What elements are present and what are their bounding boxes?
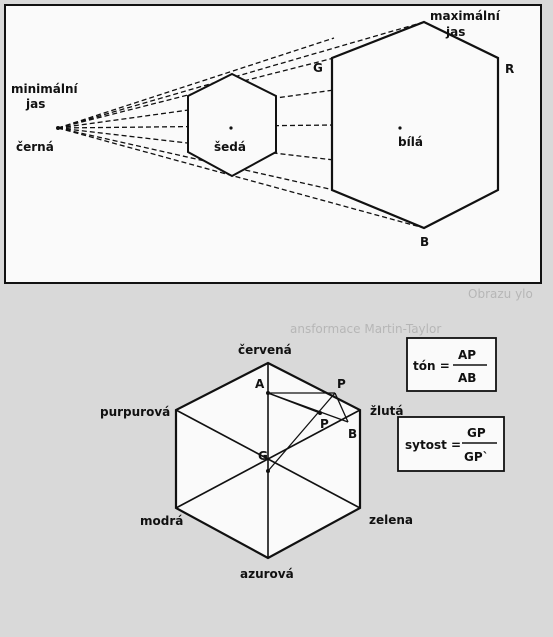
hue-denominator: AB bbox=[458, 371, 476, 385]
green-label: zelena bbox=[369, 513, 413, 527]
min-brightness-label-1: minimální bbox=[11, 82, 79, 96]
white-center-dot bbox=[398, 126, 402, 130]
gray-label: šedá bbox=[214, 140, 246, 154]
bottom-diagram: červená žlutá purpurová modrá zelena azu… bbox=[100, 337, 505, 581]
saturation-numerator: GP bbox=[467, 426, 486, 440]
white-label: bílá bbox=[398, 135, 423, 149]
blue-label: modrá bbox=[140, 514, 183, 528]
point-g-label: G bbox=[258, 449, 268, 463]
vertex-r-label: R bbox=[505, 62, 514, 76]
gray-hexagon bbox=[187, 72, 277, 178]
black-point bbox=[56, 126, 60, 130]
hue-formula-label: tón = bbox=[413, 359, 450, 373]
vertex-g-label: G bbox=[313, 61, 323, 75]
point-a-dot bbox=[266, 391, 270, 395]
background-text-fragment-1: Obrazu ylo bbox=[468, 287, 533, 301]
red-label: červená bbox=[238, 343, 292, 357]
point-p-dot bbox=[318, 411, 322, 415]
max-brightness-label-2: jas bbox=[445, 25, 465, 39]
hue-numerator: AP bbox=[458, 348, 476, 362]
saturation-formula-box: sytost = GP GP` bbox=[397, 416, 505, 472]
point-p-lower-label: P bbox=[320, 417, 329, 431]
saturation-formula-label: sytost = bbox=[405, 438, 461, 452]
saturation-denominator: GP` bbox=[464, 450, 489, 464]
black-label: černá bbox=[16, 140, 54, 154]
hexagon-diagonals bbox=[175, 363, 361, 558]
point-a-label: A bbox=[255, 377, 265, 391]
vertex-b-label: B bbox=[420, 235, 429, 249]
hue-construction bbox=[267, 392, 349, 472]
top-diagram: maximální jas minimální jas černá šedá b… bbox=[4, 4, 542, 284]
gray-center-dot bbox=[229, 126, 233, 130]
point-p-upper-label: P bbox=[337, 377, 346, 391]
hue-formula-box: tón = AP AB bbox=[406, 337, 497, 392]
point-b-label: B bbox=[348, 427, 357, 441]
point-g-dot bbox=[266, 469, 270, 473]
yellow-label: žlutá bbox=[370, 404, 403, 418]
background-text-fragment-2: ansformace Martin-Taylor bbox=[290, 322, 441, 336]
min-brightness-label-2: jas bbox=[25, 97, 45, 111]
cyan-label: azurová bbox=[240, 567, 294, 581]
white-hexagon bbox=[330, 20, 500, 230]
purple-label: purpurová bbox=[100, 405, 170, 419]
max-brightness-label-1: maximální bbox=[430, 9, 501, 23]
